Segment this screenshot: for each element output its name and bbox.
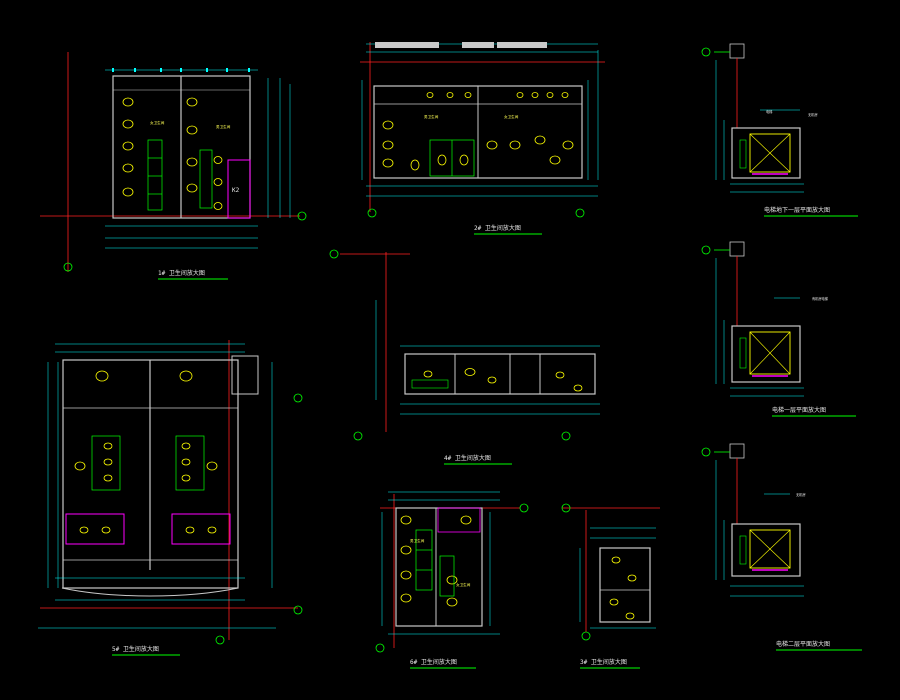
view-5-toilet-plan: 5# 卫生间放大图 <box>38 340 303 656</box>
elevator-1-label-mrl: 无机房 <box>808 112 818 117</box>
view-4-title: 4# 卫生间放大图 <box>444 454 491 462</box>
elevator-plan-second-floor: 无机房 电梯二层平面放大图 <box>701 443 862 651</box>
elevator-2-title: 电梯一层平面放大图 <box>772 406 826 414</box>
view-6-title: 6# 卫生间放大图 <box>410 658 457 666</box>
view-1-toilet-plan: 女卫生间 男卫生间 K2 1# 卫生间放大图 <box>40 52 307 280</box>
view-6-label-men: 男卫生间 <box>410 538 425 543</box>
view-6-toilet-plan: 男卫生间 女卫生间 6# 卫生间放大图 <box>375 491 529 669</box>
view-6-label-women: 女卫生间 <box>456 582 471 587</box>
elevator-3-label: 无机房 <box>796 492 806 497</box>
view-4-toilet-plan: 4# 卫生间放大图 <box>329 249 600 465</box>
elevator-3-title: 电梯二层平面放大图 <box>776 640 830 648</box>
view-1-title: 1# 卫生间放大图 <box>158 269 205 277</box>
elevator-1-title: 电梯地下一层平面放大图 <box>764 206 830 214</box>
view-2-label-women: 女卫生间 <box>504 114 519 119</box>
view-3-title: 3# 卫生间放大图 <box>580 658 627 666</box>
elevator-plan-first-floor: 有机房电梯 电梯一层平面放大图 <box>701 241 856 417</box>
view-5-title: 5# 卫生间放大图 <box>112 645 159 653</box>
elevator-2-label: 有机房电梯 <box>812 296 829 301</box>
elevator-1-label-elevator: 电梯 <box>766 109 773 114</box>
view-2-title: 2# 卫生间放大图 <box>474 224 521 232</box>
view-1-label-women: 女卫生间 <box>150 120 165 125</box>
view-1-label-men: 男卫生间 <box>216 124 231 129</box>
view-3-toilet-plan: 3# 卫生间放大图 <box>561 503 660 669</box>
view-1-label-k2: K2 <box>232 187 240 194</box>
view-2-label-men: 男卫生间 <box>424 114 439 119</box>
view-2-toilet-plan: 男卫生间 女卫生间 2# 卫生间放大图 <box>360 42 605 235</box>
elevator-plan-basement: 电梯 无机房 电梯地下一层平面放大图 <box>701 43 858 217</box>
